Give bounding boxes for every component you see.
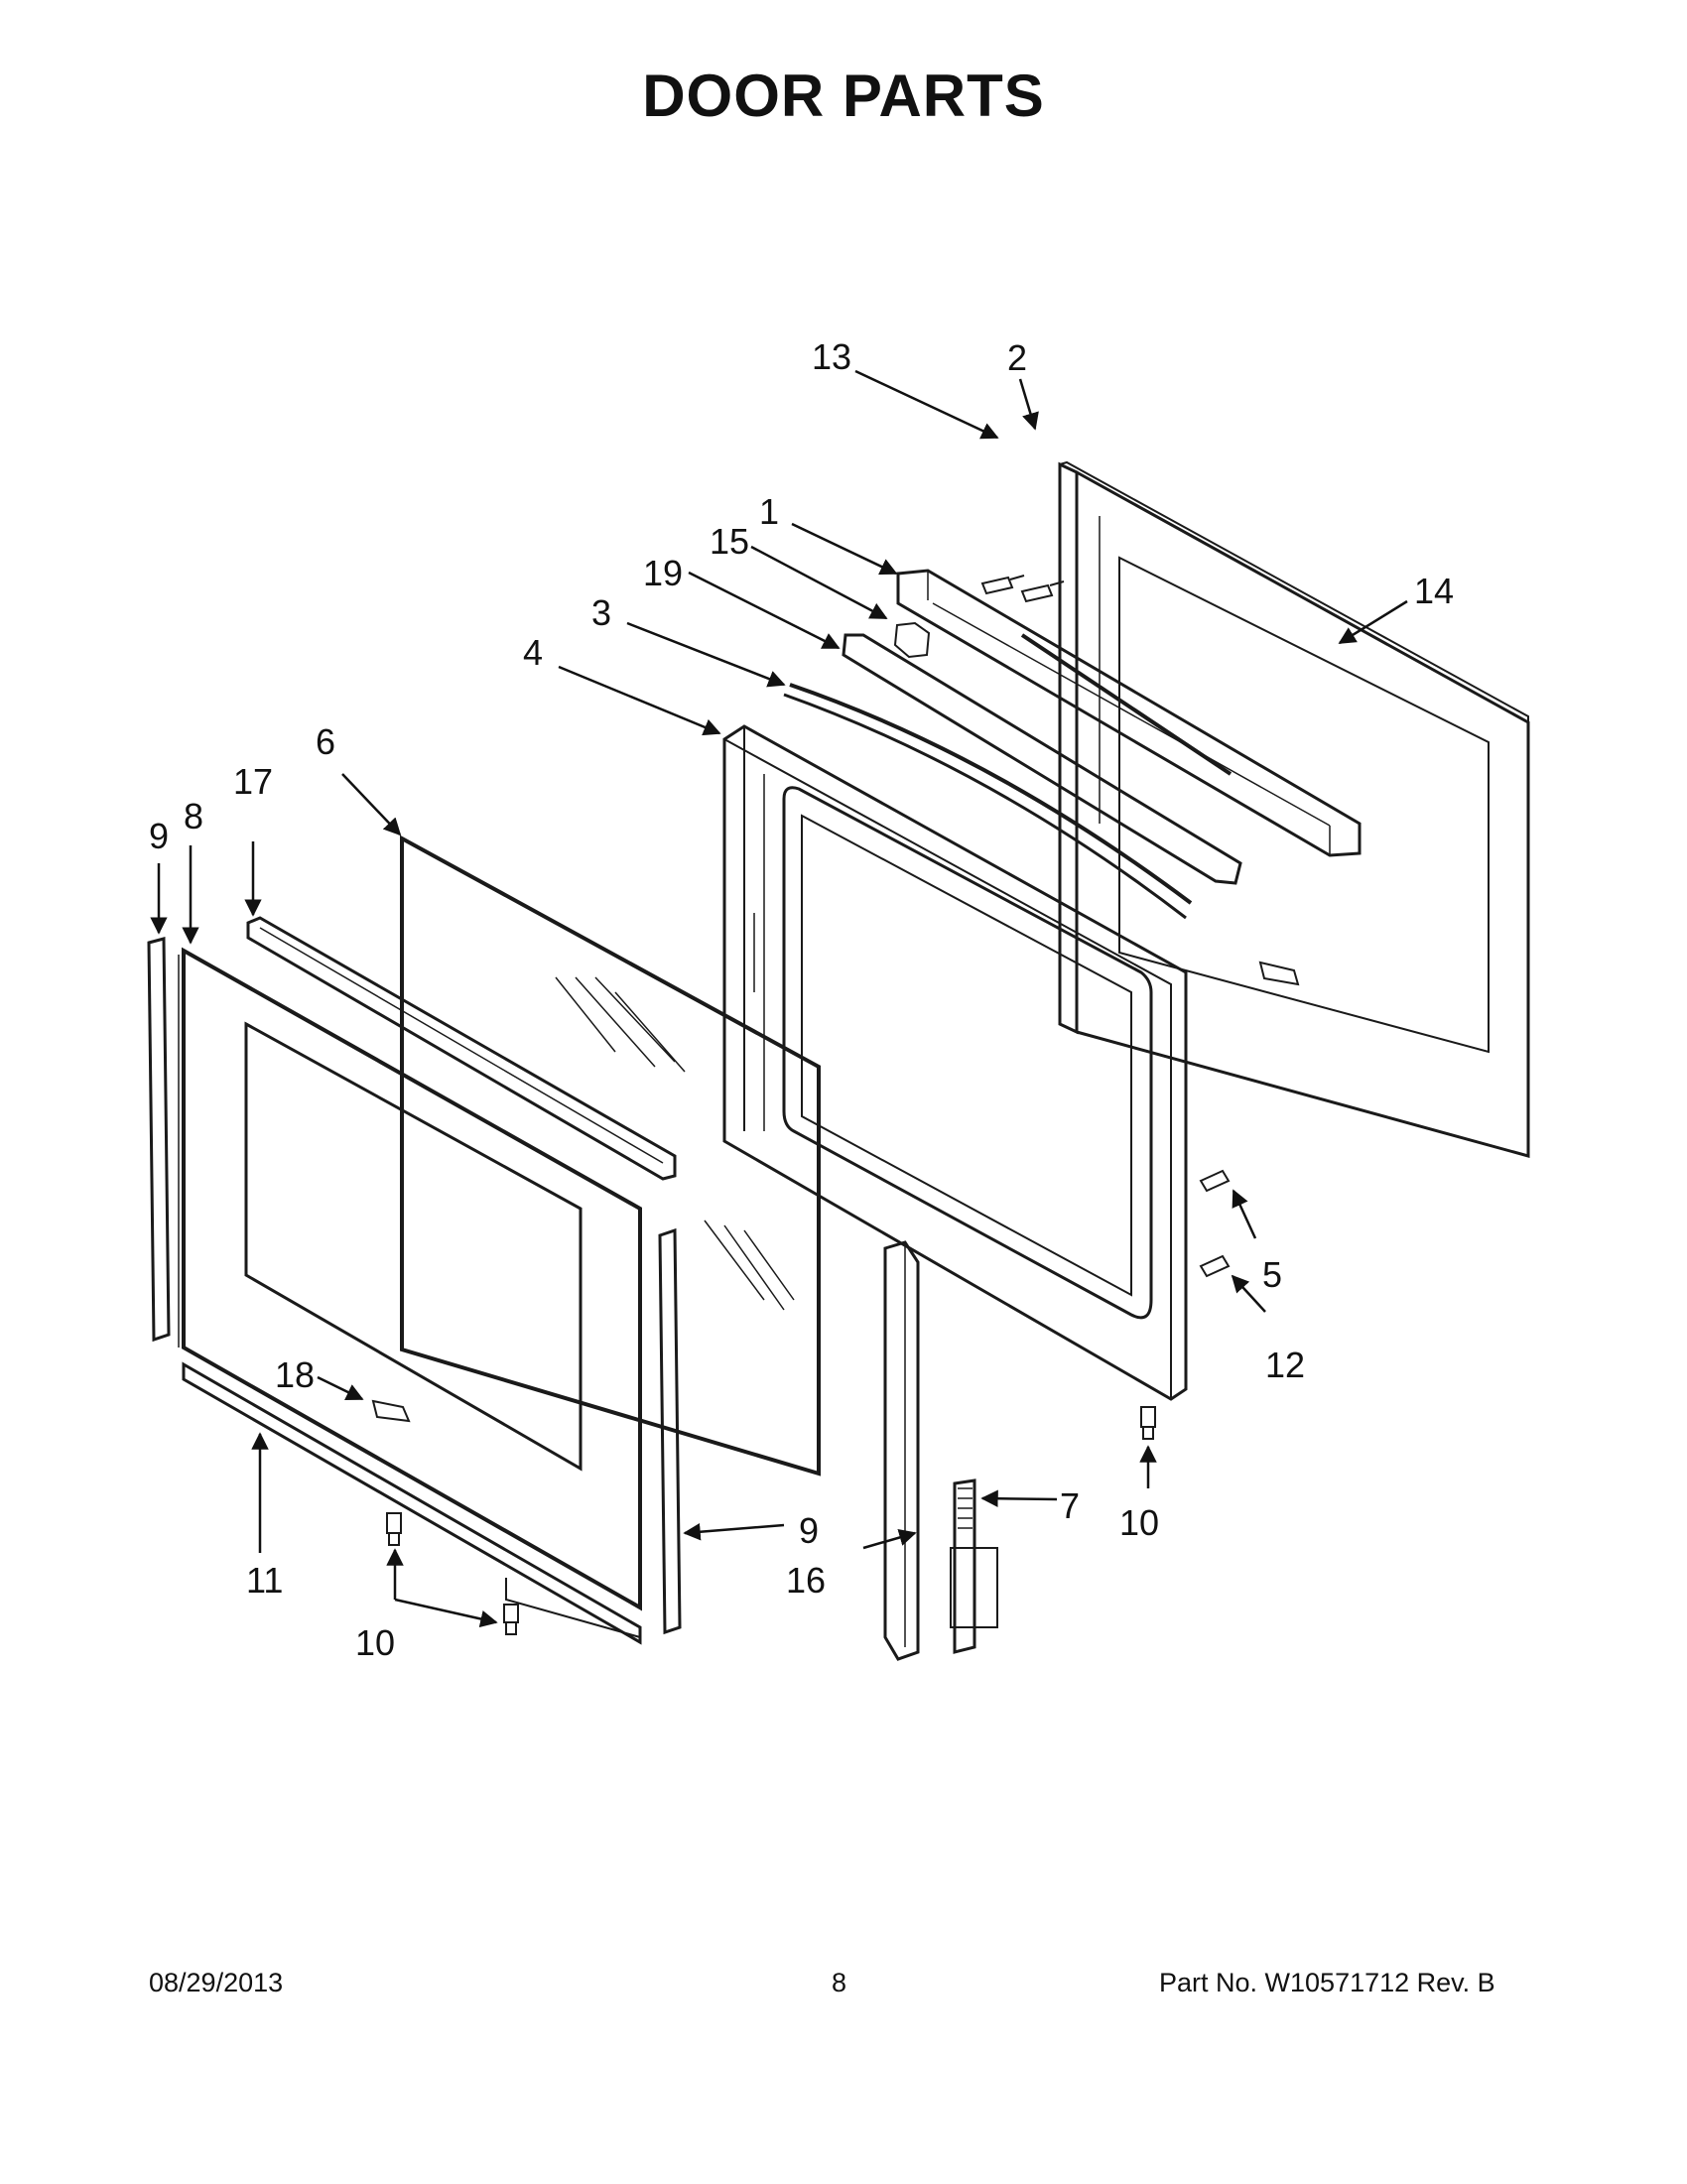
callout-14: 14 [1414,571,1454,611]
footer-date: 08/29/2013 [149,1968,284,1997]
callout-15: 15 [710,521,749,562]
leader-lines [150,369,1408,1628]
inner-door-frame [722,724,1188,1401]
callout-3: 3 [591,592,611,633]
callout-18: 18 [275,1354,315,1395]
outer-glass [178,947,642,1611]
screws-bottom [386,1406,1156,1635]
callout-17: 17 [233,761,273,802]
left-side-trim [147,937,171,1343]
callout-9-right: 9 [799,1510,819,1551]
callout-5: 5 [1262,1254,1282,1295]
callout-10-bottom: 10 [355,1622,395,1663]
screws-top [980,575,1065,603]
inner-glass-panel [400,835,821,1477]
handle-trim [896,569,1362,857]
callout-11: 11 [246,1560,283,1601]
callout-13: 13 [812,336,851,377]
handle-end-cap [893,621,931,659]
callout-10-right: 10 [1119,1502,1159,1543]
door-handle [783,633,1242,920]
top-glass-trim [246,916,677,1181]
callout-9-left: 9 [149,816,169,856]
callout-4: 4 [523,632,543,673]
bottom-trim [182,1361,642,1645]
callout-2: 2 [1007,337,1027,378]
page-title: DOOR PARTS [642,63,1045,129]
callout-12: 12 [1265,1345,1305,1385]
callout-19: 19 [643,553,683,593]
hinge-receiver [883,1240,920,1661]
outer-door-panel [1058,460,1530,1158]
right-side-trim [658,1227,682,1635]
footer-page-number: 8 [832,1968,847,1997]
callout-8: 8 [184,796,203,836]
logo-badge [371,1399,411,1423]
callout-1: 1 [759,491,779,532]
callout-6: 6 [316,721,335,762]
footer-part-number: Part No. W10571712 Rev. B [1159,1968,1495,1997]
logo-badge-outer-door [1258,961,1300,986]
callout-16: 16 [786,1560,826,1601]
screws-right [1199,1169,1231,1278]
door-hinge [950,1478,998,1654]
callout-7: 7 [1060,1485,1080,1526]
